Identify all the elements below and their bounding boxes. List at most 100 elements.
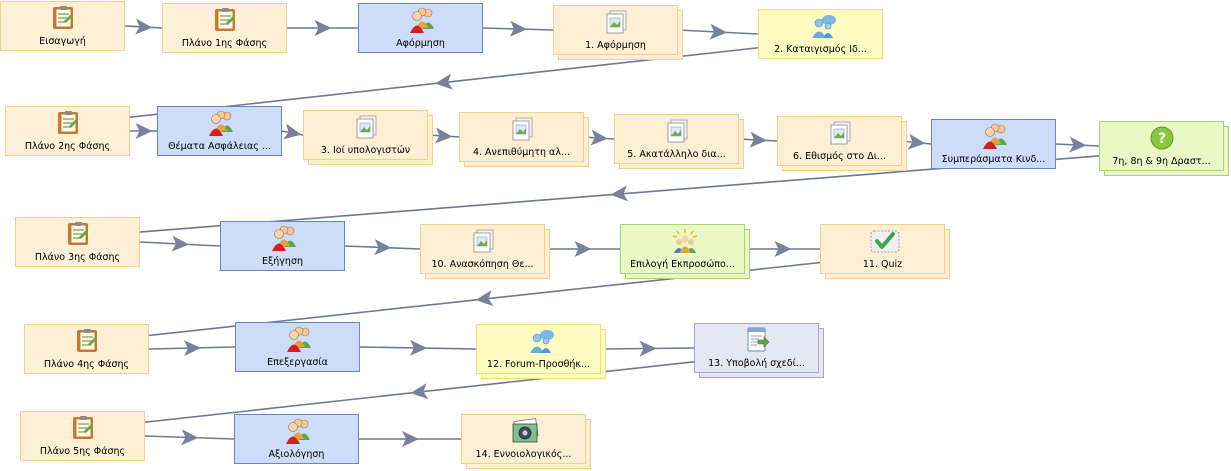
node-label: 12. Forum-Προσθήκ... [486,359,591,370]
connector-arrow [435,127,453,144]
checkmark-quiz-icon [870,228,899,254]
connector-arrow [402,431,419,447]
node-activity-12[interactable]: 12. Forum-Προσθήκ... [476,324,606,379]
node-label: 6. Εθισμός στο Δι... [793,151,886,162]
connector-arrow [283,123,302,140]
node-activity-13[interactable]: 13. Υποβολή σχεδί... [694,323,824,378]
node-label: 4. Ανεπιθύμητη αλ... [472,147,571,158]
notebook-icon [65,221,91,247]
node-label: 5. Ακατάλληλο δια... [627,149,726,160]
node-label: Επιλογή Εκπροσώπο... [630,259,735,270]
node-group-aksiologisi[interactable]: Αξιολόγηση [234,414,359,464]
people-group-icon [981,123,1007,149]
submit-document-icon [744,327,770,353]
node-label: Πλάνο 3ης Φάσης [34,252,121,263]
connector-arrow [639,340,657,357]
node-activity-5[interactable]: 5. Ακατάλληλο δια... [614,114,744,169]
connector-arrow [171,235,189,252]
node-activity-4[interactable]: 4. Ανεπιθύμητη αλ... [459,112,589,167]
node-label: 3. Ιοί υπολογιστών [320,145,411,156]
connector-arrow [410,383,429,400]
node-label: Πλάνο 1ης Φάσης [181,38,268,49]
notebook-icon [70,415,96,441]
node-label: Αφόρμηση [396,38,445,49]
node-plan-phase-2[interactable]: Πλάνο 2ης Φάσης [5,106,130,156]
forum-chat-icon [526,328,554,354]
connector-arrow [181,429,199,446]
node-label: 11. Quiz [862,259,903,270]
node-plan-phase-3[interactable]: Πλάνο 3ης Φάσης [15,217,140,267]
connector-arrow [183,340,201,357]
picture-resource-icon [353,114,379,140]
connector-arrow [435,73,453,90]
node-activity-3[interactable]: 3. Ιοί υπολογιστών [303,110,433,165]
connector-arrow [610,185,629,202]
node-plan-phase-4[interactable]: Πλάνο 4ης Φάσης [24,324,149,374]
node-activity-14[interactable]: 14. Εννοιολογικός... [461,414,591,469]
node-label: Πλάνο 5ης Φάσης [39,446,126,457]
node-group-themata[interactable]: Θέματα Ασφάλειας ... [157,106,282,156]
node-label: 7η, 8η & 9η Δραστ... [1112,156,1211,167]
people-group-icon [207,110,233,136]
node-label: Επεξεργασία [267,357,328,368]
node-group-epeksergasia[interactable]: Επεξεργασία [235,322,360,372]
node-choice-representative[interactable]: Επιλογή Εκπροσώπο... [620,224,750,279]
node-activity-1[interactable]: 1. Αφόρμηση [553,5,683,60]
node-plan-phase-5[interactable]: Πλάνο 5ης Φάσης [20,411,145,461]
connector-arrow [314,20,332,36]
picture-resource-icon [603,9,629,35]
node-label: 1. Αφόρμηση [585,40,646,51]
picture-resource-icon [470,228,496,254]
connector-arrow [907,133,926,150]
representative-icon [670,228,697,254]
connector-arrow [749,131,767,148]
node-label: Πλάνο 2ης Φάσης [24,141,111,152]
node-label: Πλάνο 4ης Φάσης [43,359,130,370]
node-group-symperasmata[interactable]: Συμπεράσματα Κινδ... [931,119,1056,169]
forum-chat-icon [808,13,836,39]
node-intro[interactable]: Εισαγωγή [0,1,125,51]
node-label: 10. Ανασκόπηση Θε... [431,259,534,270]
picture-resource-icon [827,120,853,146]
node-activity-11-quiz[interactable]: 11. Quiz [820,224,950,279]
node-activity-7-8-9[interactable]: ? 7η, 8η & 9η Δραστ... [1099,121,1229,176]
node-label: Εξήγηση [261,256,303,267]
node-label: Θέματα Ασφάλειας ... [168,141,271,152]
node-label: 2. Καταιγισμός Ιδ... [774,44,867,55]
connector-arrow [709,23,727,40]
node-group-aformisi[interactable]: Αφόρμηση [358,3,483,53]
connector-arrow [135,123,153,139]
people-group-icon [285,326,311,352]
node-group-eksigisi[interactable]: Εξήγηση [220,221,345,271]
node-label: 13. Υποβολή σχεδί... [708,358,805,369]
connector-arrow [1069,136,1087,153]
connector-arrow [475,290,494,307]
connector-arrow [135,18,153,35]
node-label: 14. Εννοιολογικός... [475,449,572,460]
node-label: Συμπεράσματα Κινδ... [941,154,1046,165]
notebook-icon [74,328,100,354]
people-group-icon [408,7,434,33]
node-label: Αξιολόγηση [268,449,325,460]
people-group-icon [270,225,296,251]
connector-arrow [374,239,392,256]
node-activity-2[interactable]: 2. Καταιγισμός Ιδ... [758,9,883,59]
connector-arrow [409,339,427,356]
node-activity-10[interactable]: 10. Ανασκόπηση Θε... [420,224,550,279]
svg-text:?: ? [1157,131,1165,147]
node-plan-phase-1[interactable]: Πλάνο 1ης Φάσης [162,3,287,53]
node-label: Εισαγωγή [39,36,86,47]
connector-arrow [574,241,592,257]
picture-resource-icon [664,118,690,144]
question-icon: ? [1149,125,1175,151]
notebook-icon [50,5,76,31]
node-activity-6[interactable]: 6. Εθισμός στο Δι... [777,116,907,171]
notebook-icon [55,110,81,136]
connector-arrow [509,20,527,37]
people-group-icon [284,418,310,444]
media-image-icon [511,418,538,444]
connector-arrow [590,129,608,146]
picture-resource-icon [509,116,535,142]
notebook-icon [212,7,238,33]
